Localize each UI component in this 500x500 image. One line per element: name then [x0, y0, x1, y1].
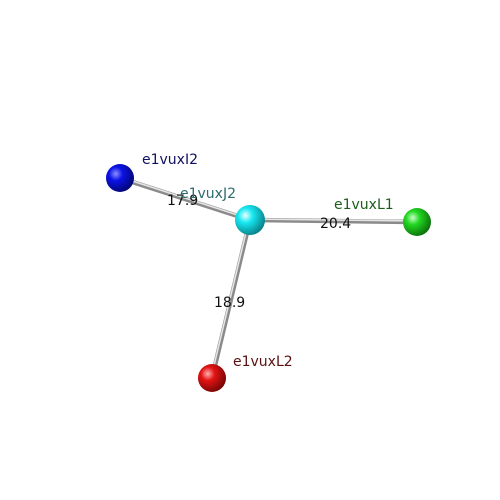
edge-label-j2-i2: 17.9 — [167, 193, 198, 209]
edge-j2-l1 — [247, 217, 420, 225]
edge-j2-l2 — [209, 217, 253, 381]
edge-label-j2-l2: 18.9 — [214, 295, 245, 311]
node-label-e1vuxj2: e1vuxJ2 — [180, 186, 236, 202]
node-e1vuxl2 — [198, 364, 226, 392]
edge-label-j2-l1: 20.4 — [320, 216, 351, 232]
node-label-e1vuxi2: e1vuxI2 — [142, 152, 198, 168]
node-label-e1vuxl1: e1vuxL1 — [334, 197, 394, 213]
node-e1vuxj2 — [235, 205, 265, 235]
node-label-e1vuxl2: e1vuxL2 — [233, 354, 293, 370]
node-e1vuxl1 — [403, 208, 431, 236]
node-e1vuxi2 — [106, 164, 134, 192]
edge-j2-i2 — [117, 175, 253, 223]
